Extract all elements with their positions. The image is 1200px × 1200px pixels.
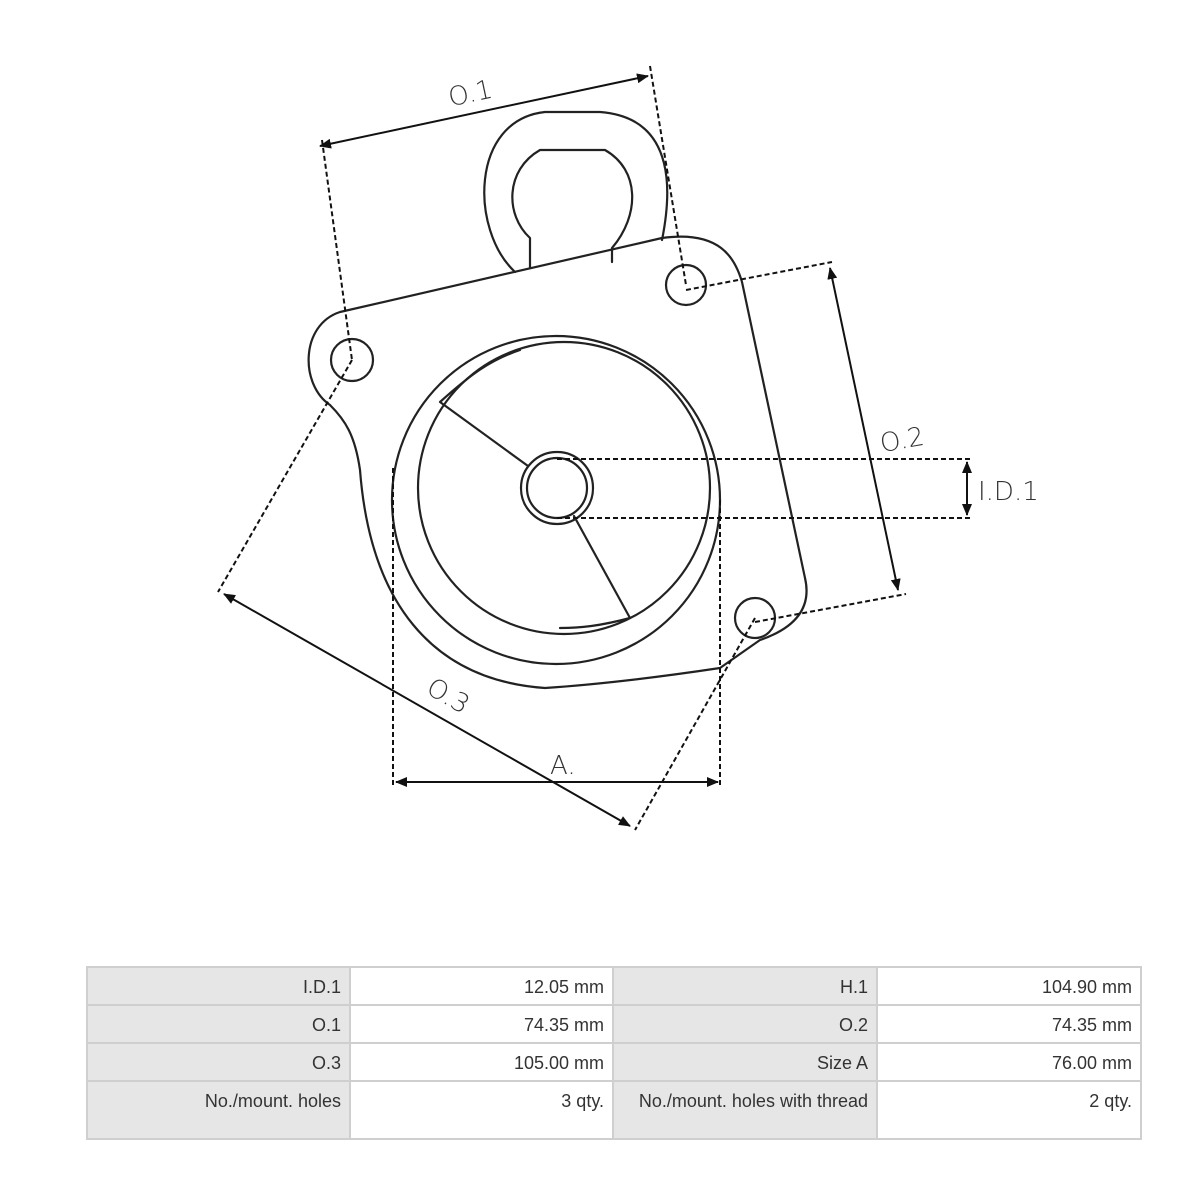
spec-value: 74.35 mm [876, 1004, 1142, 1044]
spec-key: O.3 [86, 1042, 351, 1082]
label-o1: O.1 [446, 75, 495, 114]
spec-value: 105.00 mm [349, 1042, 614, 1082]
spec-value: 74.35 mm [349, 1004, 614, 1044]
label-a: A. [550, 751, 576, 781]
table-row: I.D.1 12.05 mm H.1 104.90 mm [86, 966, 1142, 1006]
shaft-hole-outer [519, 450, 595, 526]
label-o3: O.3 [421, 672, 474, 720]
spec-value: 104.90 mm [876, 966, 1142, 1006]
spec-value: 12.05 mm [349, 966, 614, 1006]
mount-hole-top-right [664, 263, 708, 307]
label-o2: O.2 [878, 422, 927, 459]
table-row: O.3 105.00 mm Size A 76.00 mm [86, 1042, 1142, 1082]
dim-o2-line [827, 267, 901, 591]
spec-value: 3 qty. [349, 1080, 614, 1140]
mount-hole-left [329, 337, 375, 383]
cutout-sector [438, 348, 632, 630]
flange-outline [307, 235, 808, 690]
dim-o1-line [319, 73, 649, 149]
specifications-table: I.D.1 12.05 mm H.1 104.90 mm O.1 74.35 m… [86, 966, 1142, 1140]
spec-key: O.1 [86, 1004, 351, 1044]
spec-key: I.D.1 [86, 966, 351, 1006]
spec-key: Size A [612, 1042, 878, 1082]
shaft-hole-inner [525, 456, 589, 520]
spec-key: H.1 [612, 966, 878, 1006]
dim-o3-line [223, 593, 631, 827]
spec-value: 2 qty. [876, 1080, 1142, 1140]
spec-key: O.2 [612, 1004, 878, 1044]
table-row: No./mount. holes 3 qty. No./mount. holes… [86, 1080, 1142, 1140]
spec-key: No./mount. holes with thread [612, 1080, 878, 1140]
flange-technical-drawing: O.1 O.2 I.D.1 O.3 A. [217, 65, 1039, 831]
inner-bore [416, 340, 712, 636]
spec-value: 76.00 mm [876, 1042, 1142, 1082]
outer-bore [390, 334, 722, 666]
spec-key: No./mount. holes [86, 1080, 351, 1140]
label-id1: I.D.1 [978, 477, 1039, 507]
top-lug-inner [511, 148, 634, 270]
table-row: O.1 74.35 mm O.2 74.35 mm [86, 1004, 1142, 1044]
